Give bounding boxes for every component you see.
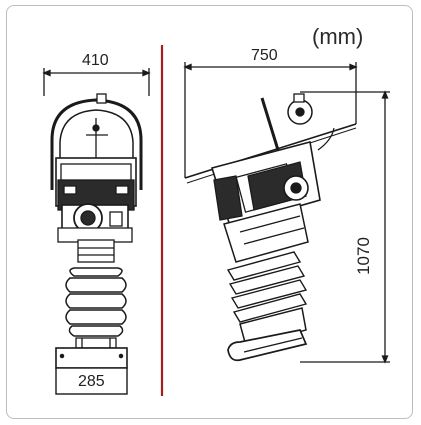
rammer-side-view-icon (183, 62, 390, 364)
front-base-label: 285 (78, 373, 105, 390)
front-width-label: 410 (82, 52, 109, 69)
rammer-front-view-icon (42, 68, 151, 395)
unit-label: (mm) (312, 24, 364, 49)
side-length-label: 750 (251, 47, 278, 64)
side-height-label: 1070 (354, 237, 373, 275)
